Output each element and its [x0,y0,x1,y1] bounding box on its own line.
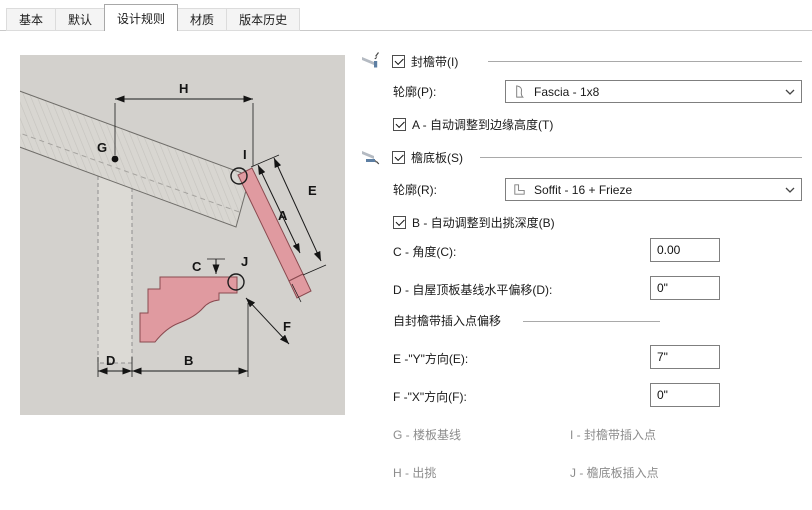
dim-label-b: B [184,353,193,368]
horizontal-offset-label: D - 自屋顶板基线水平偏移(D): [393,283,553,297]
dim-label-a: A [278,208,288,223]
dim-label-f: F [283,319,291,334]
fascia-enabled-row: 封檐带(I) [392,53,458,69]
angle-label: C - 角度(C): [393,245,457,259]
tab-version-history[interactable]: 版本历史 [226,8,301,31]
point-g [111,155,119,163]
tab-design-rules[interactable]: 设计规则 [104,4,179,31]
dim-label-e: E [308,183,317,198]
tab-basic[interactable]: 基本 [6,8,57,31]
y-direction-label: E -"Y"方向(E): [393,352,469,366]
fascia-auto-adjust-label: A - 自动调整到边缘高度(T) [412,117,554,132]
fascia-enabled-label: 封檐带(I) [411,54,459,69]
soffit-enabled-checkbox[interactable] [392,150,405,164]
soffit-auto-adjust-row: B - 自动调整到出挑深度(B) [393,214,555,230]
soffit-auto-adjust-checkbox[interactable] [393,215,406,229]
soffit-profile-select[interactable]: Soffit - 16 + Frieze [505,178,802,201]
dim-label-j: J [241,254,248,269]
fascia-profile-label: 轮廓(P): [393,85,437,99]
soffit-enabled-label: 檐底板(S) [411,150,463,165]
chevron-down-icon [785,187,795,193]
roof-baseline [13,130,243,214]
dim-label-g: G [97,140,107,155]
soffit-section-divider [480,157,802,158]
soffit-profile-value: Soffit - 16 + Frieze [534,182,633,197]
legend-h: H - 出挑 [393,466,437,480]
legend-i: I - 封檐带插入点 [570,428,656,442]
tabstrip-divider [0,30,812,31]
dim-label-d: D [106,353,115,368]
insertion-offset-divider [523,321,660,322]
fascia-return [288,273,312,299]
dim-label-i: I [243,147,247,162]
fascia-icon [362,51,380,69]
chevron-down-icon [785,89,795,95]
soffit-profile-icon [514,184,525,195]
y-direction-input[interactable] [650,345,720,369]
angle-input[interactable] [650,238,720,262]
dim-label-c: C [192,259,202,274]
tab-bar: 基本 默认 设计规则 材质 版本历史 [6,4,301,31]
fascia-enabled-checkbox[interactable] [392,54,405,68]
horizontal-offset-input[interactable] [650,276,720,300]
soffit-auto-adjust-label: B - 自动调整到出挑深度(B) [412,215,555,230]
x-direction-label: F -"X"方向(F): [393,390,467,404]
soffit-profile-label: 轮廓(R): [393,183,437,197]
fascia-section-divider [488,61,802,62]
fascia-profile-value: Fascia - 1x8 [534,84,600,99]
fascia-profile-select[interactable]: Fascia - 1x8 [505,80,802,103]
soffit-icon [362,147,380,165]
dim-label-h: H [179,81,188,96]
tab-default[interactable]: 默认 [55,8,106,31]
tab-materials[interactable]: 材质 [177,8,228,31]
insertion-offset-heading: 自封檐带插入点偏移 [393,314,502,328]
legend-j: J - 檐底板插入点 [570,466,659,480]
soffit-enabled-row: 檐底板(S) [392,149,463,165]
roof-edge-diagram-svg: H G I E A C J [13,55,345,415]
fascia-profile-icon [516,85,524,98]
fascia-auto-adjust-row: A - 自动调整到边缘高度(T) [393,116,553,132]
point-j [227,273,245,291]
wall-section [97,172,133,364]
roof-edge-diagram: H G I E A C J [13,55,345,415]
legend-g: G - 楼板基线 [393,428,461,442]
fascia-auto-adjust-checkbox[interactable] [393,117,406,131]
point-i [230,167,248,185]
x-direction-input[interactable] [650,383,720,407]
soffit-molding [139,276,238,343]
